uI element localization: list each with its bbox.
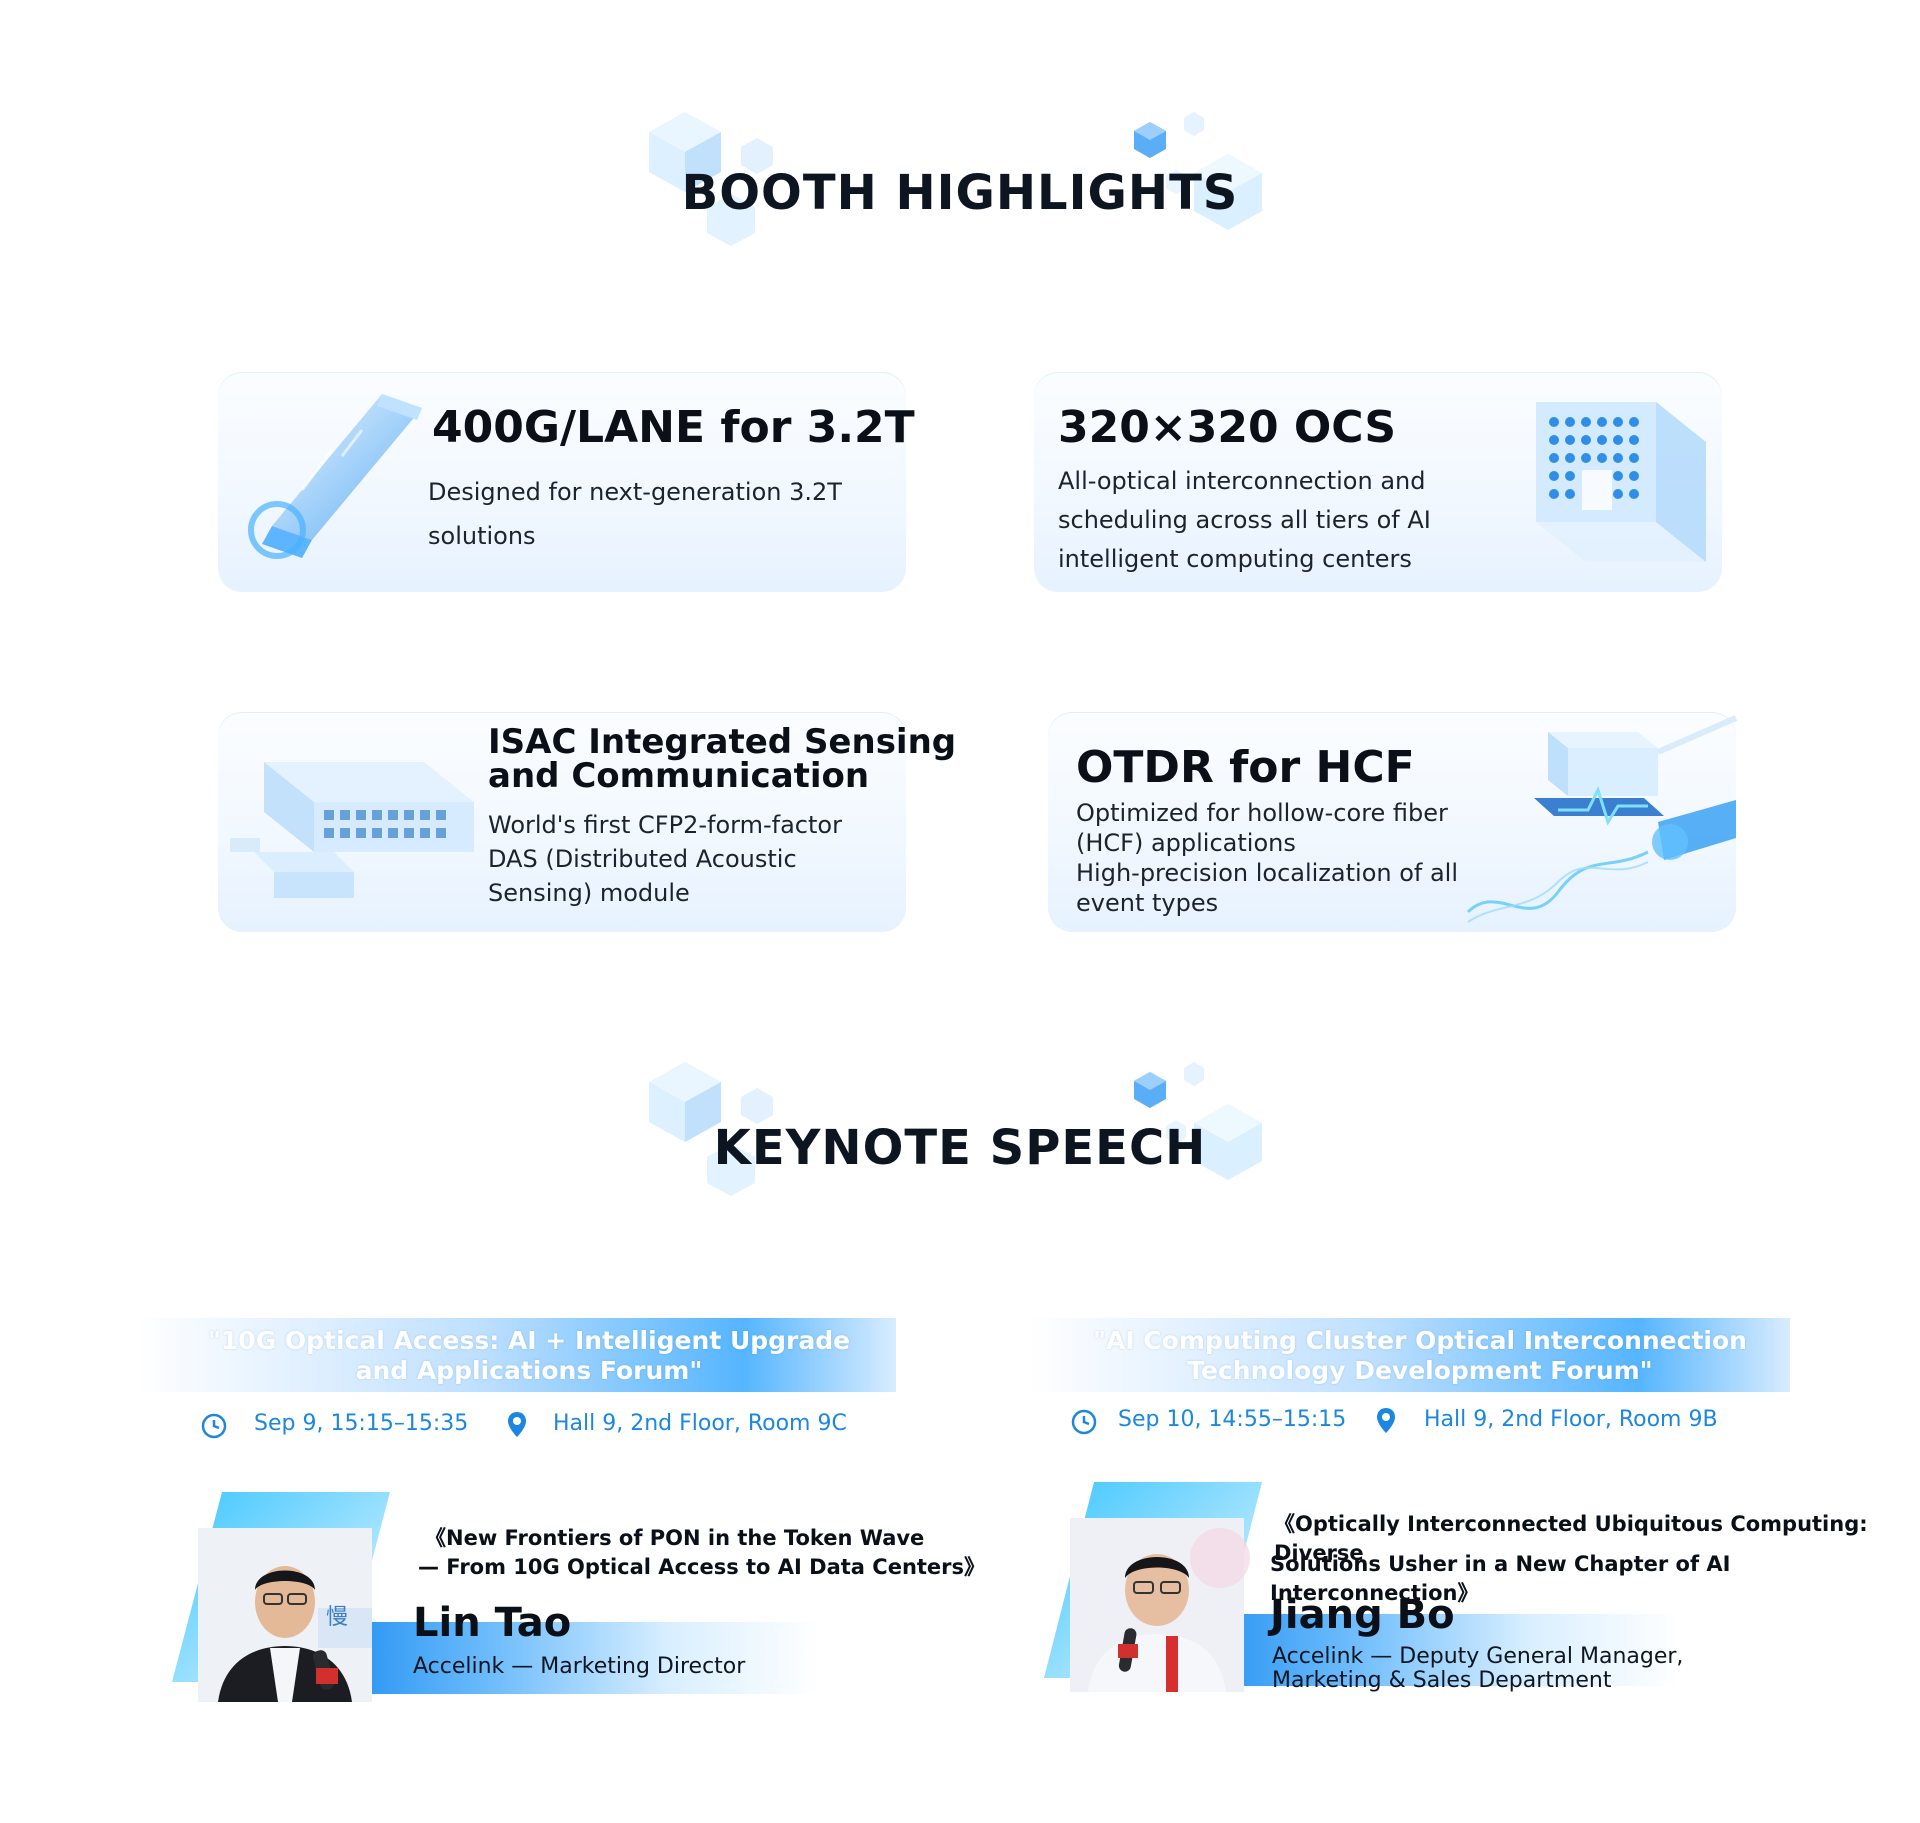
location-pin-icon xyxy=(1374,1406,1398,1441)
highlight-card-ocs: 320×320 OCS All-optical interconnection … xyxy=(1034,372,1722,592)
card-title: 400G/LANE for 3.2T xyxy=(432,402,915,453)
clock-icon xyxy=(200,1412,228,1445)
forum-title-line1: "AI Computing Cluster Optical Interconne… xyxy=(1093,1326,1747,1355)
speaker-role: Accelink — Marketing Director xyxy=(413,1654,746,1679)
decorative-cubes-left xyxy=(645,108,795,248)
ocs-switch-image xyxy=(1526,392,1716,587)
speaker-role-line2: Marketing & Sales Department xyxy=(1272,1668,1612,1693)
forum-banner xyxy=(134,1318,896,1392)
speaker-avatar: 慢 xyxy=(198,1528,372,1702)
forum-title-line2: Technology Development Forum" xyxy=(1187,1356,1653,1385)
card-title: OTDR for HCF xyxy=(1076,742,1415,793)
speaker-role-line1: Accelink — Deputy General Manager, xyxy=(1272,1644,1684,1669)
card-title-line2: and Communication xyxy=(488,756,870,796)
highlight-card-otdr: OTDR for HCF Optimized for hollow-core f… xyxy=(1048,712,1738,932)
card-description: All-optical interconnection and scheduli… xyxy=(1058,467,1431,573)
speaker-name: Lin Tao xyxy=(413,1600,572,1646)
keynote-speech-title: KEYNOTE SPEECH xyxy=(713,1120,1207,1176)
card-title: 320×320 OCS xyxy=(1058,402,1397,453)
session-time: Sep 10, 14:55–15:15 xyxy=(1118,1407,1347,1432)
card-description-line2: High-precision localization of all event… xyxy=(1076,859,1459,917)
session-location: Hall 9, 2nd Floor, Room 9C xyxy=(553,1411,847,1436)
speaker-name: Jiang Bo xyxy=(1270,1592,1455,1638)
decorative-cubes-right xyxy=(1120,1058,1280,1198)
forum-banner xyxy=(1028,1318,1790,1392)
otdr-fiber-image xyxy=(1438,712,1738,937)
avatar-backdrop-text: 慢 xyxy=(326,1605,348,1630)
speaker-banner xyxy=(320,1622,820,1694)
highlight-card-400g: 400G/LANE for 3.2T Designed for next-gen… xyxy=(218,372,915,592)
forum-title-line1: "10G Optical Access: AI + Intelligent Up… xyxy=(207,1326,851,1355)
talk-title-line2: Solutions Usher in a New Chapter of AI I… xyxy=(1270,1552,1731,1605)
session-time: Sep 9, 15:15–15:35 xyxy=(254,1411,469,1436)
forum-title-line2: and Applications Forum" xyxy=(355,1356,703,1385)
card-description: World's first CFP2-form-factor DAS (Dist… xyxy=(488,811,842,907)
optical-transceiver-image xyxy=(232,390,432,565)
decorative-cubes-left xyxy=(645,1058,795,1198)
card-description-line1: Optimized for hollow-core fiber (HCF) ap… xyxy=(1076,799,1448,857)
card-description: Designed for next-generation 3.2T soluti… xyxy=(428,478,842,550)
talk-title-line1: 《Optically Interconnected Ubiquitous Com… xyxy=(1274,1512,1868,1565)
decorative-cubes-right xyxy=(1120,108,1280,248)
speaker-avatar xyxy=(1070,1518,1250,1692)
highlight-card-isac: ISAC Integrated Sensing and Communicatio… xyxy=(218,712,956,932)
booth-highlights-title: BOOTH HIGHLIGHTS xyxy=(681,165,1239,221)
session-location: Hall 9, 2nd Floor, Room 9B xyxy=(1424,1407,1718,1432)
talk-title-line2: — From 10G Optical Access to AI Data Cen… xyxy=(418,1555,986,1579)
das-module-image xyxy=(224,742,494,907)
clock-icon xyxy=(1070,1408,1098,1441)
card-title-line1: ISAC Integrated Sensing xyxy=(488,722,957,762)
speaker-banner xyxy=(1180,1614,1680,1686)
talk-title-line1: 《New Frontiers of PON in the Token Wave xyxy=(425,1526,925,1550)
location-pin-icon xyxy=(505,1410,529,1445)
